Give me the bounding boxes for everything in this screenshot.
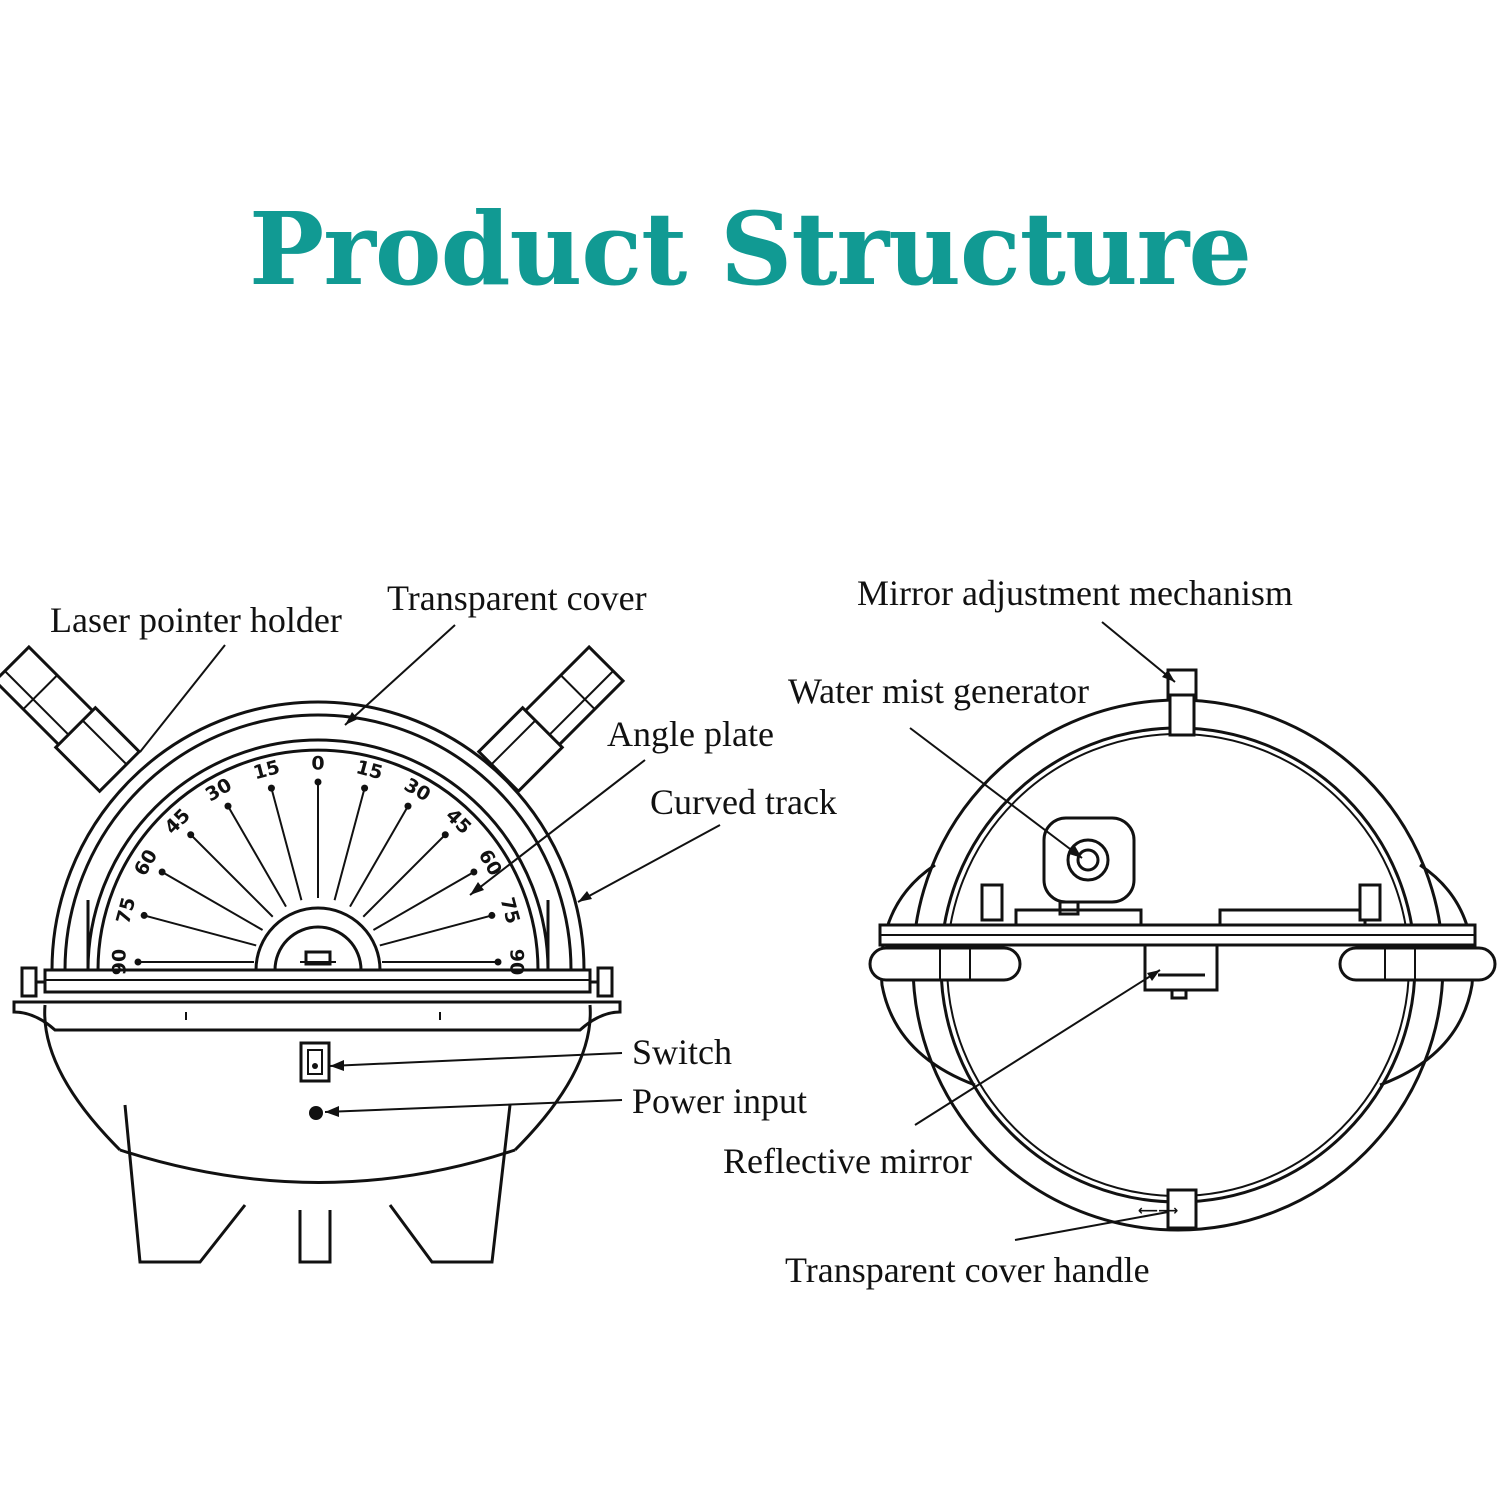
knob-left <box>20 966 38 998</box>
angle-line <box>161 871 264 931</box>
leader-power-input <box>324 1099 623 1113</box>
label-transparent-cover-handle: Transparent cover handle <box>785 1250 1150 1290</box>
power-input-icon <box>309 1106 323 1120</box>
angle-label: 90 <box>109 949 131 975</box>
angle-dot <box>267 784 275 792</box>
page-title: Product Structure <box>249 190 1252 308</box>
knob-right <box>596 966 614 998</box>
label-power-input: Power input <box>632 1081 807 1121</box>
angle-dot <box>158 868 166 876</box>
angle-label: 90 <box>506 949 528 975</box>
leader-reflective-mirror <box>914 969 1161 1126</box>
angle-line <box>270 787 303 901</box>
label-transparent-cover: Transparent cover <box>387 578 647 618</box>
transparent-cover-inner <box>63 713 573 971</box>
leg-center <box>298 1210 332 1264</box>
angle-dot <box>134 958 142 966</box>
laser-pointer-holder-right <box>476 644 626 794</box>
base-rim <box>12 1000 622 1032</box>
angle-dot <box>314 778 322 786</box>
leader-mirror-adjustment <box>1101 621 1176 683</box>
label-curved-track: Curved track <box>650 782 837 822</box>
angle-line <box>349 805 409 908</box>
post-right <box>1358 883 1382 922</box>
angle-dot <box>494 958 502 966</box>
angle-dot <box>187 831 195 839</box>
top-view-device: ⟵⟶ <box>868 668 1497 1232</box>
angle-label: 75 <box>496 895 524 926</box>
center-hub <box>254 906 382 972</box>
leader-curved-track <box>577 824 721 903</box>
angle-line <box>227 805 287 908</box>
label-laser-pointer-holder: Laser pointer holder <box>50 600 342 640</box>
leader-water-mist <box>909 727 1083 859</box>
angle-plate <box>134 778 502 966</box>
left-leader-lines <box>139 624 721 1117</box>
angle-dot <box>441 831 449 839</box>
slider-right <box>1338 946 1497 982</box>
leader-laser-pointer-holder <box>139 644 226 753</box>
curved-track-outer <box>86 738 550 971</box>
leg-right <box>388 1104 512 1264</box>
angle-line <box>362 834 446 918</box>
hub-pin <box>304 950 332 966</box>
label-angle-plate: Angle plate <box>607 714 774 754</box>
water-mist-generator <box>1042 816 1136 904</box>
cover-handle <box>1166 1188 1198 1230</box>
curved-track-inner <box>96 748 540 971</box>
body-left-edge <box>43 1004 122 1152</box>
angle-line <box>190 834 274 918</box>
angle-line <box>333 787 366 901</box>
angle-dot <box>140 911 148 919</box>
angle-line <box>372 871 475 931</box>
right-leader-lines <box>909 621 1176 1241</box>
leader-angle-plate <box>469 759 646 896</box>
angle-dot <box>404 802 412 810</box>
angle-label: 75 <box>112 895 140 926</box>
transparent-cover-outer <box>50 700 586 971</box>
angle-dot <box>224 802 232 810</box>
slider-left <box>868 946 1022 982</box>
post-left <box>980 883 1004 922</box>
label-switch: Switch <box>632 1032 732 1072</box>
angle-line <box>143 914 257 947</box>
label-reflective-mirror: Reflective mirror <box>723 1141 972 1181</box>
label-water-mist-generator: Water mist generator <box>788 671 1089 711</box>
leader-cover-handle <box>1014 1211 1169 1241</box>
switch-icon <box>299 1041 331 1083</box>
body-right-edge <box>513 1004 592 1152</box>
angle-line <box>379 914 493 947</box>
leg-left <box>123 1104 247 1264</box>
rim-screws <box>185 1012 441 1020</box>
leader-transparent-cover <box>344 624 456 726</box>
label-mirror-adjustment-mechanism: Mirror adjustment mechanism <box>857 573 1293 613</box>
laser-pointer-holder-left <box>0 644 142 794</box>
angle-dot <box>361 784 369 792</box>
angle-dot <box>470 868 478 876</box>
angle-label: 0 <box>311 753 324 775</box>
body-bottom <box>119 1148 516 1184</box>
leader-switch <box>329 1052 623 1067</box>
angle-dot <box>488 911 496 919</box>
reflective-mirror-block <box>1143 943 1219 992</box>
